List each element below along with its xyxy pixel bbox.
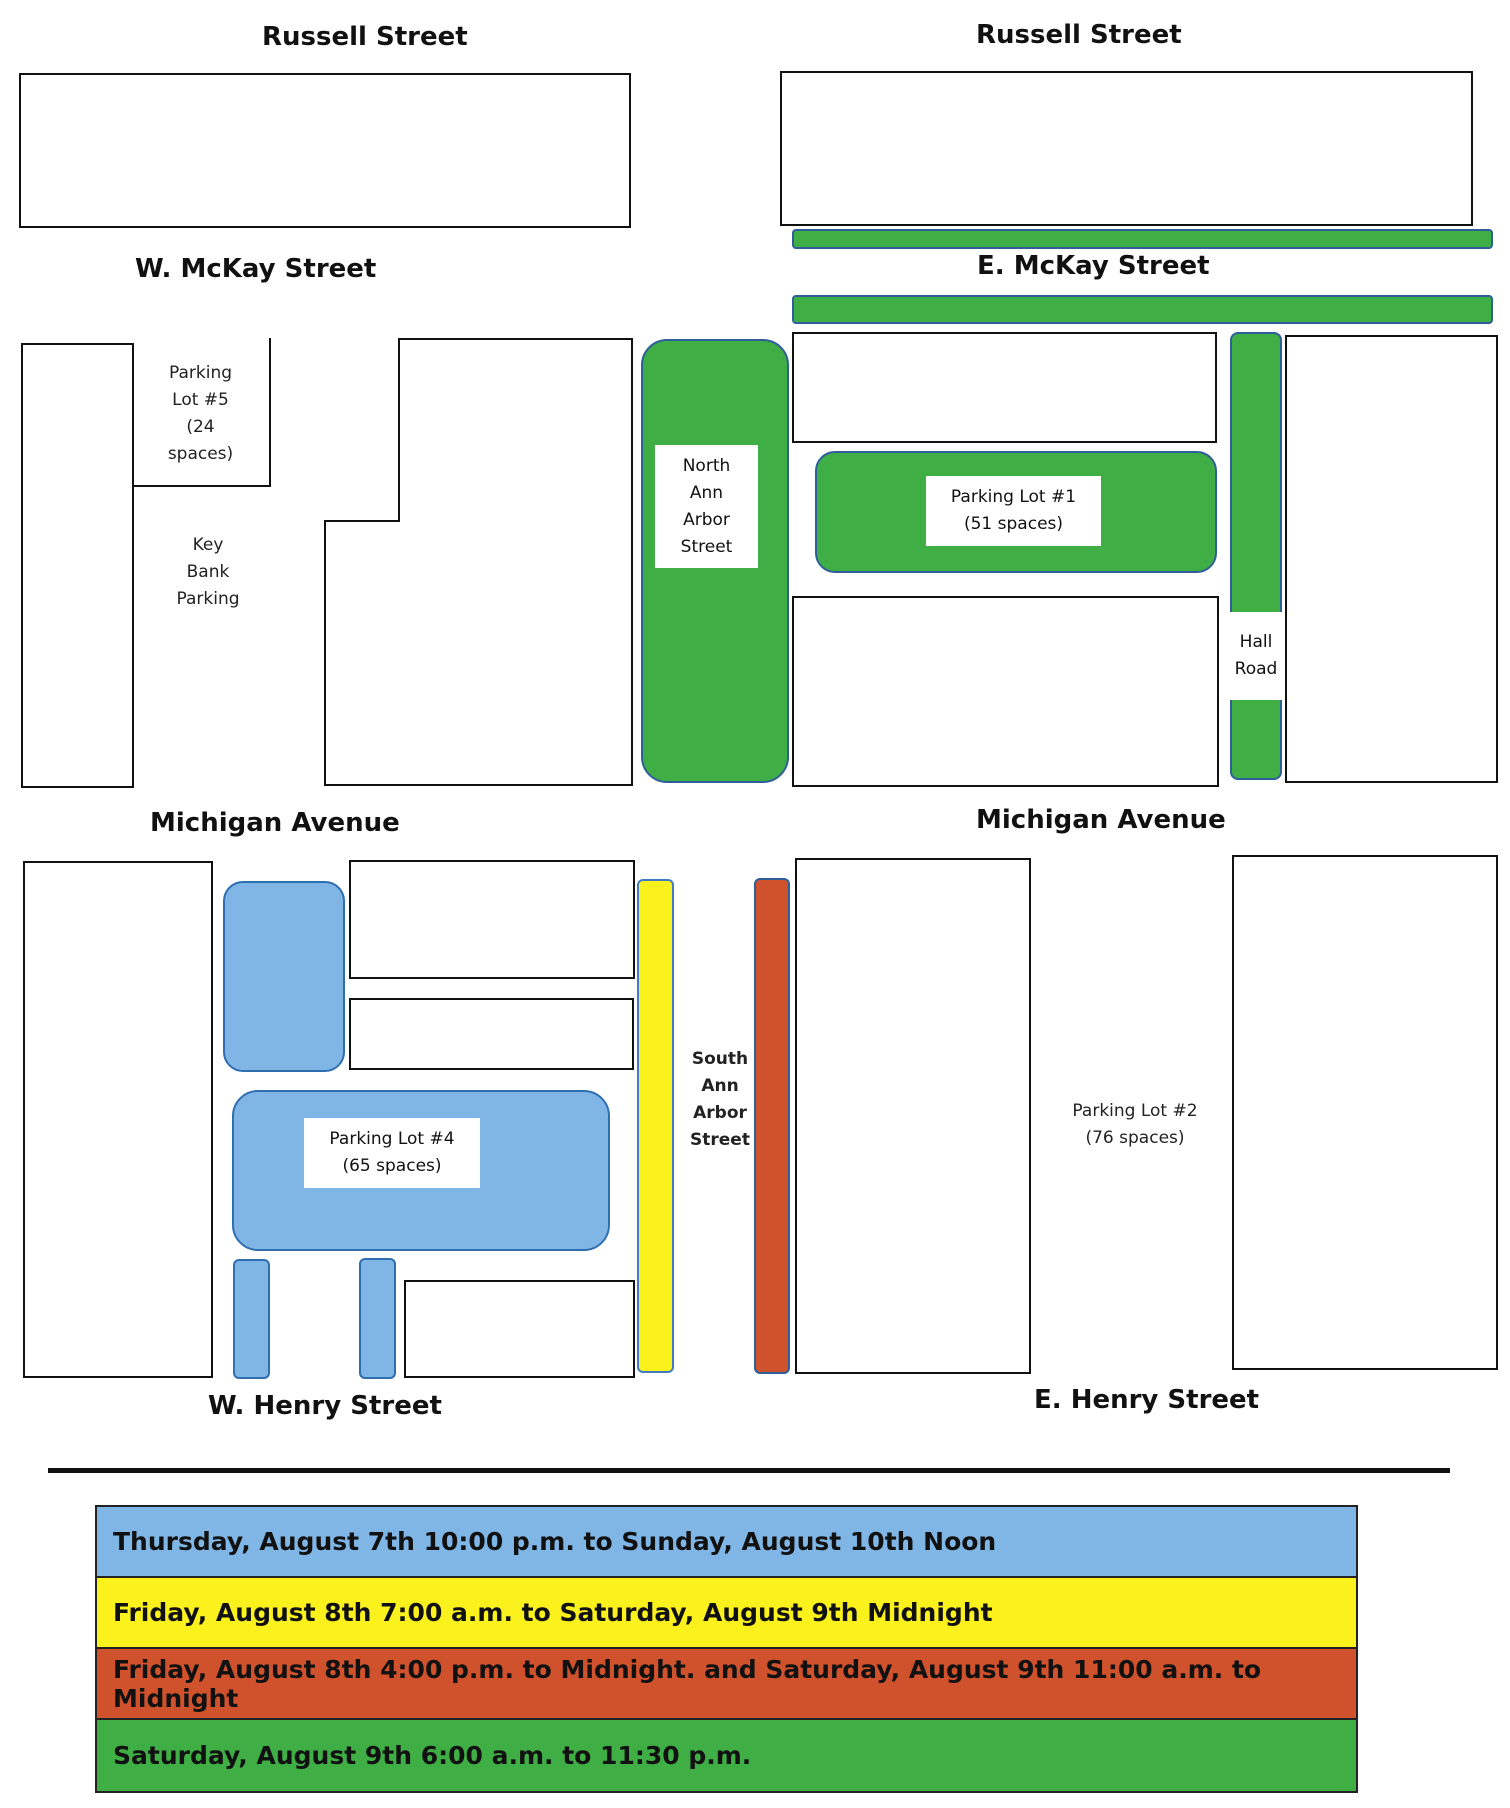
label-lot1: Parking Lot #1(51 spaces)	[926, 476, 1101, 546]
block-west-right	[324, 338, 633, 786]
street-michigan-east: Michigan Avenue	[976, 805, 1226, 835]
legend-text: Friday, August 8th 4:00 p.m. to Midnight…	[113, 1654, 1262, 1713]
street-michigan-west: Michigan Avenue	[150, 808, 400, 838]
block-east-top	[792, 332, 1217, 443]
label-lot4: Parking Lot #4(65 spaces)	[304, 1118, 480, 1188]
zone-red-strip	[754, 878, 790, 1374]
block-se-right	[1232, 855, 1498, 1370]
legend-text: Saturday, August 9th 6:00 a.m. to 11:30 …	[113, 1741, 752, 1770]
legend: Thursday, August 7th 10:00 p.m. to Sunda…	[95, 1505, 1358, 1793]
block-sw-bottom	[404, 1280, 635, 1378]
legend-text: Friday, August 8th 7:00 a.m. to Saturday…	[113, 1598, 993, 1627]
block-east-bottom	[792, 596, 1219, 787]
zone-blue-strip-left	[233, 1259, 270, 1379]
legend-row-yellow: Friday, August 8th 7:00 a.m. to Saturday…	[97, 1578, 1356, 1649]
zone-hall-road-green	[1230, 332, 1282, 780]
street-mckay-west: W. McKay Street	[135, 254, 377, 284]
legend-text: Thursday, August 7th 10:00 p.m. to Sunda…	[113, 1527, 997, 1556]
legend-row-blue: Thursday, August 7th 10:00 p.m. to Sunda…	[97, 1507, 1356, 1578]
block-sw-middle	[349, 998, 634, 1070]
legend-row-red: Friday, August 8th 4:00 p.m. to Midnight…	[97, 1649, 1356, 1720]
zone-yellow-strip	[637, 879, 674, 1373]
lot5-outline	[133, 338, 271, 487]
street-henry-west: W. Henry Street	[208, 1391, 442, 1421]
street-mckay-east: E. McKay Street	[977, 251, 1210, 281]
block-east-far	[1285, 335, 1498, 783]
street-henry-east: E. Henry Street	[1034, 1385, 1260, 1415]
block-sw-left	[23, 861, 213, 1378]
street-russell-east: Russell Street	[976, 20, 1182, 50]
zone-mckay-south-green	[792, 295, 1493, 324]
zone-blue-strip-right	[359, 1258, 396, 1379]
block-sw-top	[349, 860, 635, 979]
divider-line	[48, 1468, 1450, 1473]
zone-blue-small-lot	[223, 881, 345, 1072]
zone-mckay-north-green	[792, 229, 1493, 249]
block-russell-west	[19, 73, 631, 228]
block-west-left	[21, 343, 134, 788]
legend-row-green: Saturday, August 9th 6:00 a.m. to 11:30 …	[97, 1720, 1356, 1791]
label-lot2: Parking Lot #2(76 spaces)	[1072, 1101, 1198, 1148]
block-se-left	[795, 858, 1031, 1374]
street-russell-west: Russell Street	[262, 22, 468, 52]
block-russell-east	[780, 71, 1473, 226]
